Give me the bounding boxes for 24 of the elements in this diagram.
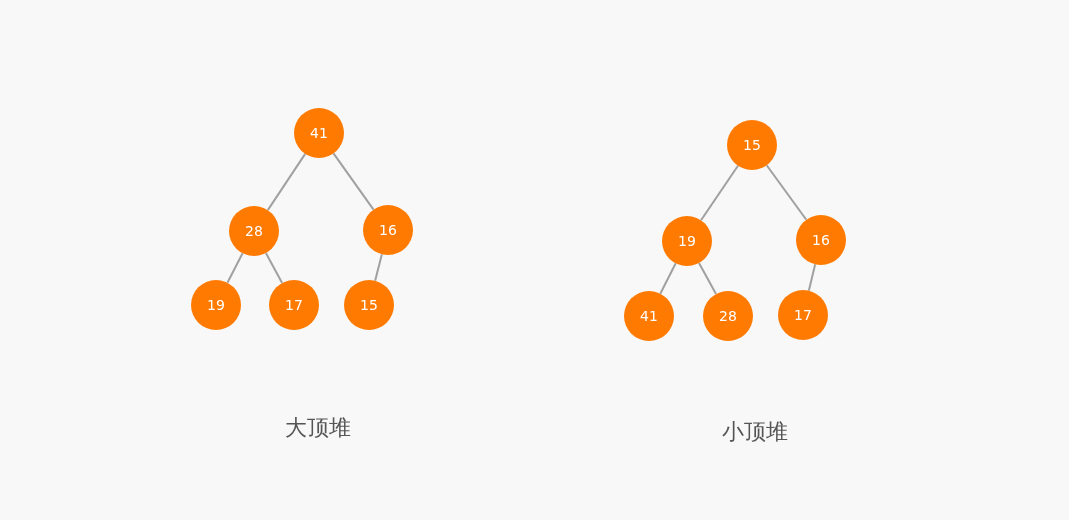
heap-node: 15: [344, 280, 394, 330]
heap-node: 41: [294, 108, 344, 158]
heap-node: 28: [703, 291, 753, 341]
tree-caption: 大顶堆: [285, 414, 351, 442]
tree-edge: [659, 262, 677, 295]
heap-node: 28: [229, 206, 279, 256]
heap-node: 17: [269, 280, 319, 330]
tree-edge: [807, 263, 817, 292]
heap-node: 19: [191, 280, 241, 330]
tree-edge: [332, 152, 375, 211]
tree-edge: [226, 252, 244, 284]
tree-edge: [698, 261, 717, 296]
tree-edge: [700, 164, 739, 222]
heap-node: 19: [662, 216, 712, 266]
tree-caption: 小顶堆: [722, 418, 788, 446]
tree-edge: [765, 164, 808, 221]
heap-node: 16: [796, 215, 846, 265]
heap-node: 15: [727, 120, 777, 170]
heap-node: 16: [363, 205, 413, 255]
heap-node: 41: [624, 291, 674, 341]
tree-edge: [266, 152, 307, 212]
tree-edge: [374, 253, 383, 282]
heap-node: 17: [778, 290, 828, 340]
tree-edge: [264, 252, 284, 284]
